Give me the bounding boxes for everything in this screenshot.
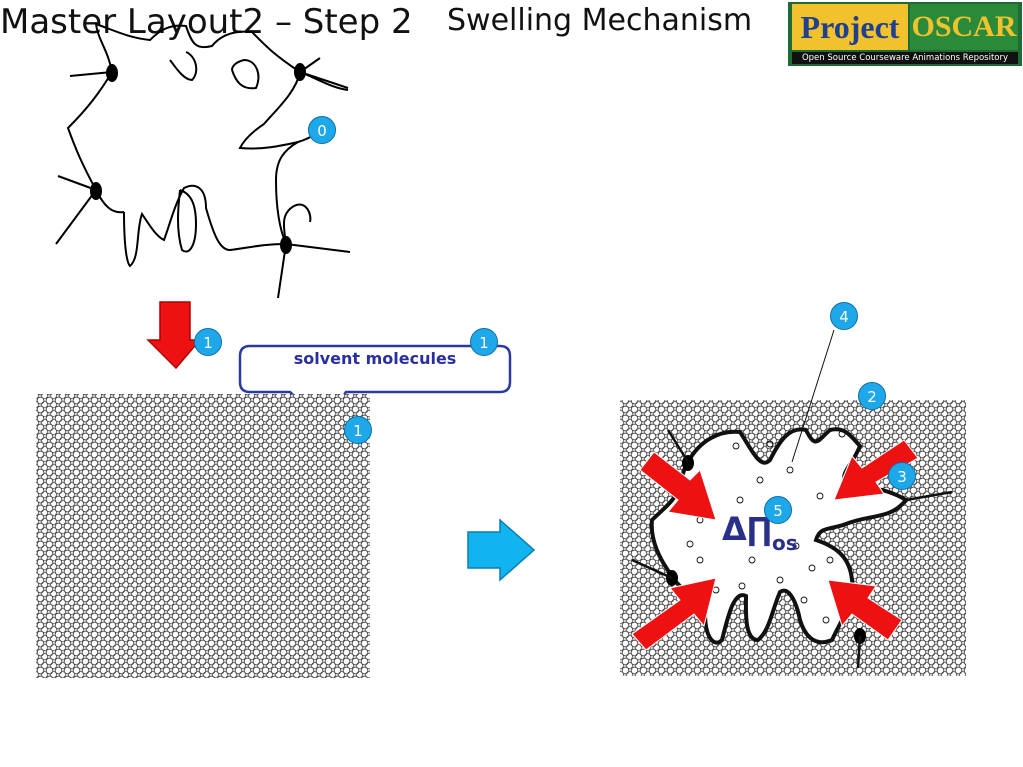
- pointer-line: [791, 329, 835, 463]
- step-badge-1-callout[interactable]: 1: [470, 328, 498, 356]
- pressure-arrow-icon: [631, 577, 717, 651]
- red-down-arrow-icon: [146, 301, 202, 370]
- project-oscar-logo: Project OSCAR Open Source Courseware Ani…: [788, 2, 1022, 66]
- step-badge-2[interactable]: 2: [858, 382, 886, 410]
- pressure-arrow-icon: [833, 439, 919, 501]
- pressure-arrow-icon: [639, 451, 717, 521]
- callout-label: solvent molecules: [293, 349, 457, 368]
- logo-word-oscar: OSCAR: [910, 4, 1018, 50]
- step-badge-1-solvent[interactable]: 1: [344, 416, 372, 444]
- blue-right-arrow-icon: [467, 518, 536, 582]
- crosslink-nodes: [90, 63, 306, 254]
- step-badge-3[interactable]: 3: [888, 462, 916, 490]
- polymer-network: [55, 22, 351, 299]
- delta-symbol: Δ: [722, 510, 747, 548]
- solvent-box: [36, 394, 370, 678]
- step-badge-4[interactable]: 4: [830, 302, 858, 330]
- logo-tagline: Open Source Courseware Animations Reposi…: [792, 52, 1018, 64]
- os-subscript: os: [771, 531, 798, 555]
- pressure-arrows: [631, 439, 919, 651]
- page-title: Master Layout2 – Step 2: [0, 2, 413, 42]
- step-badge-0[interactable]: 0: [308, 116, 336, 144]
- pressure-arrow-icon: [827, 579, 903, 641]
- step-badge-1-arrow[interactable]: 1: [194, 328, 222, 356]
- logo-word-project: Project: [792, 4, 908, 50]
- diagram-title: Swelling Mechanism: [447, 3, 753, 38]
- step-badge-5[interactable]: 5: [764, 496, 792, 524]
